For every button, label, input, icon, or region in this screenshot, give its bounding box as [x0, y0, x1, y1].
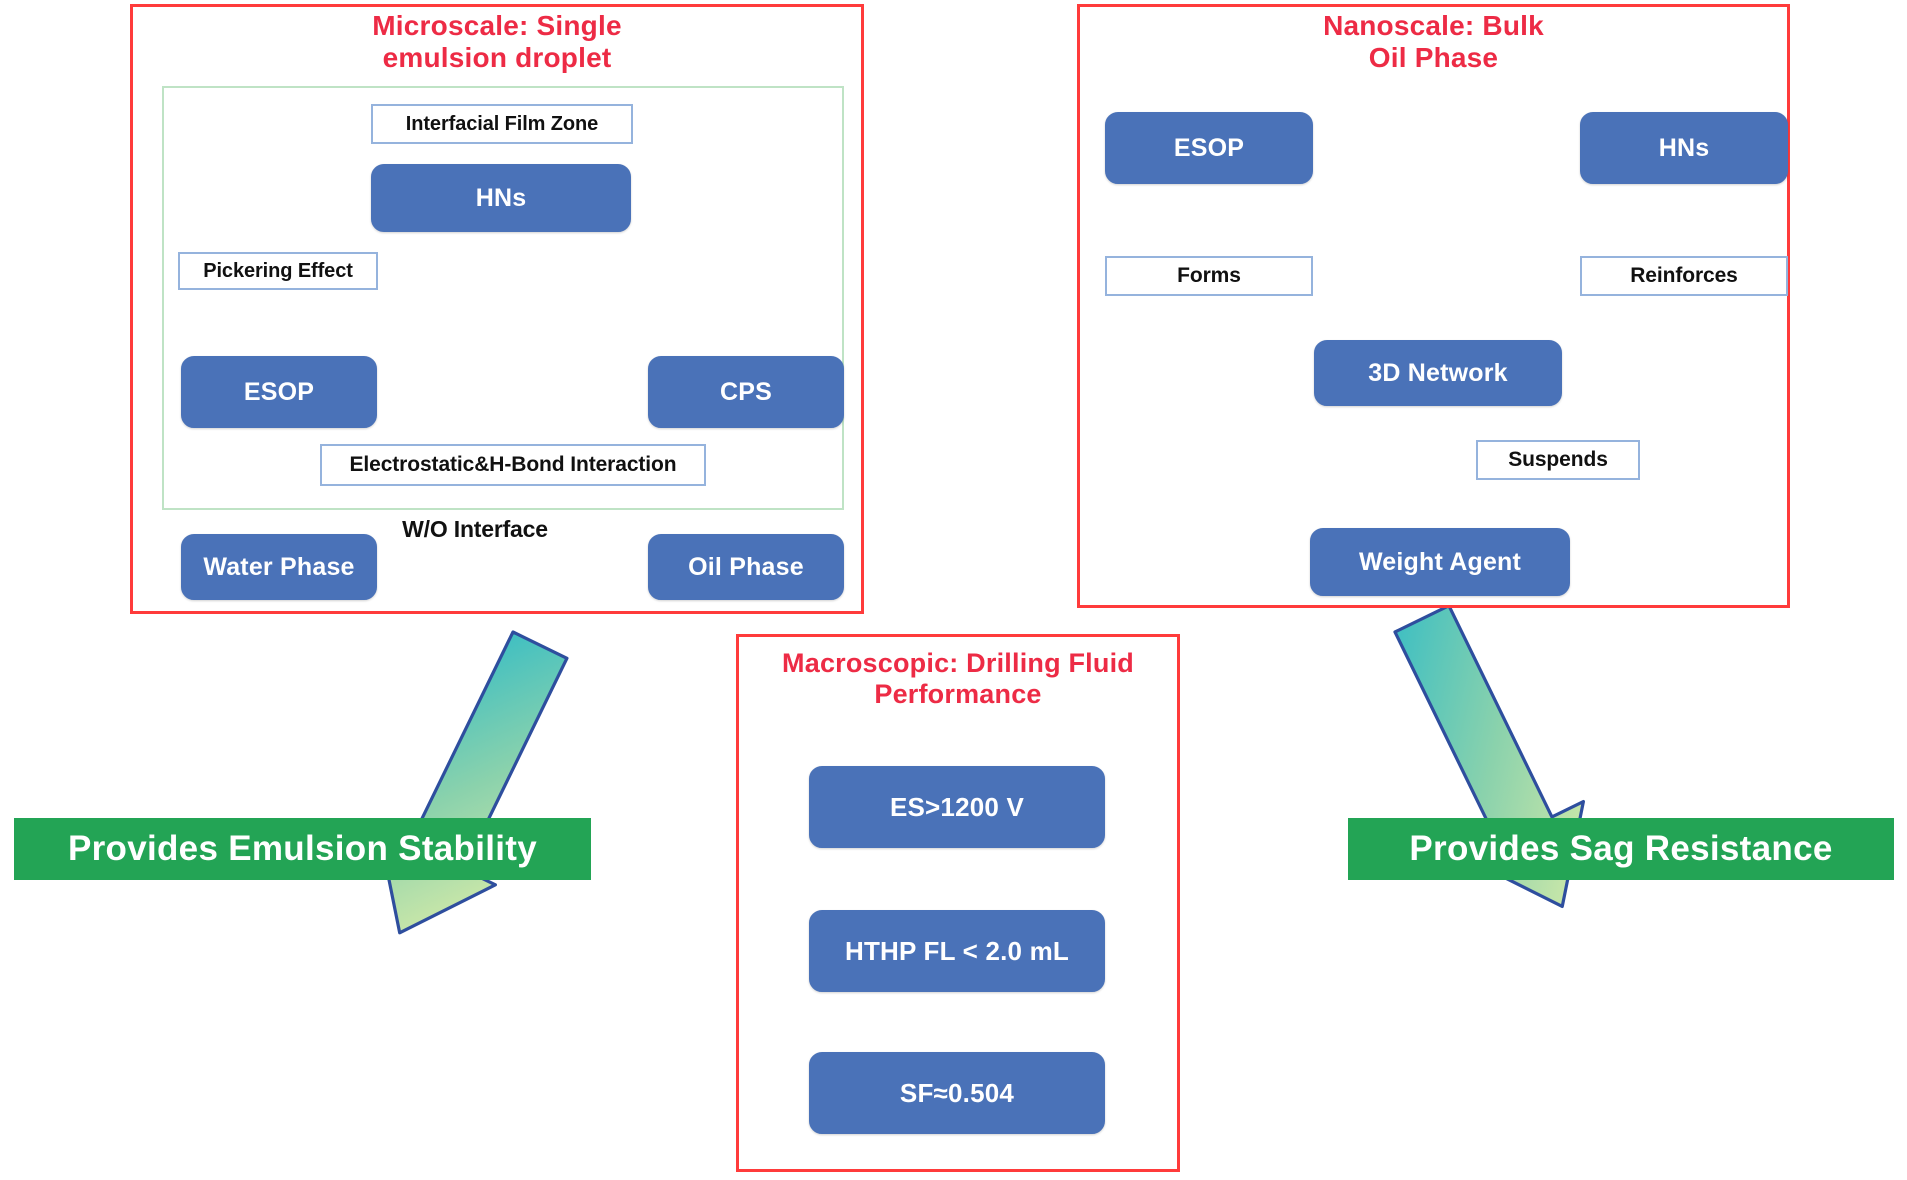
node-3d-network[interactable]: 3D Network — [1314, 340, 1562, 406]
panel-nanoscale — [1077, 4, 1790, 608]
result-node-hthp-fl[interactable]: HTHP FL < 2.0 mL — [809, 910, 1105, 992]
panel-microscale-title-line1: Microscale: Single — [372, 10, 622, 41]
banner-sag-resistance: Provides Sag Resistance — [1348, 818, 1894, 880]
panel-nanoscale-title-line1: Nanoscale: Bulk — [1323, 10, 1544, 41]
result-node-sf[interactable]: SF≈0.504 — [809, 1052, 1105, 1134]
label-interfacial-film-zone: Interfacial Film Zone — [371, 104, 633, 144]
node-esop-nano[interactable]: ESOP — [1105, 112, 1313, 184]
big-arrow-emulsion-stability — [376, 630, 569, 935]
label-pickering-effect: Pickering Effect — [178, 252, 378, 290]
panel-macroscopic-title-line1: Macroscopic: Drilling Fluid — [782, 648, 1134, 678]
panel-nanoscale-title-line2: Oil Phase — [1368, 42, 1499, 74]
label-forms: Forms — [1105, 256, 1313, 296]
label-wo-interface: W/O Interface — [402, 516, 548, 542]
node-hns-nano[interactable]: HNs — [1580, 112, 1788, 184]
panel-macroscopic-title-line2: Performance — [874, 679, 1042, 710]
panel-macroscopic-title: Macroscopic: Drilling Fluid Performance — [736, 648, 1180, 710]
banner-emulsion-stability: Provides Emulsion Stability — [14, 818, 591, 880]
label-reinforces: Reinforces — [1580, 256, 1788, 296]
panel-nanoscale-title: Nanoscale: Bulk Oil Phase — [1077, 10, 1790, 74]
interfacial-film-zone-box — [162, 86, 844, 510]
node-oil-phase[interactable]: Oil Phase — [648, 534, 844, 600]
panel-microscale-title-line2: emulsion droplet — [382, 42, 612, 74]
result-node-es[interactable]: ES>1200 V — [809, 766, 1105, 848]
node-esop-micro[interactable]: ESOP — [181, 356, 377, 428]
label-suspends: Suspends — [1476, 440, 1640, 480]
big-arrow-sag-resistance — [1393, 604, 1586, 909]
node-hns-micro[interactable]: HNs — [371, 164, 631, 232]
node-water-phase[interactable]: Water Phase — [181, 534, 377, 600]
node-weight-agent[interactable]: Weight Agent — [1310, 528, 1570, 596]
node-cps-micro[interactable]: CPS — [648, 356, 844, 428]
label-electrostatic-hbond-interaction: Electrostatic&H-Bond Interaction — [320, 444, 706, 486]
panel-microscale-title: Microscale: Single emulsion droplet — [130, 10, 864, 74]
